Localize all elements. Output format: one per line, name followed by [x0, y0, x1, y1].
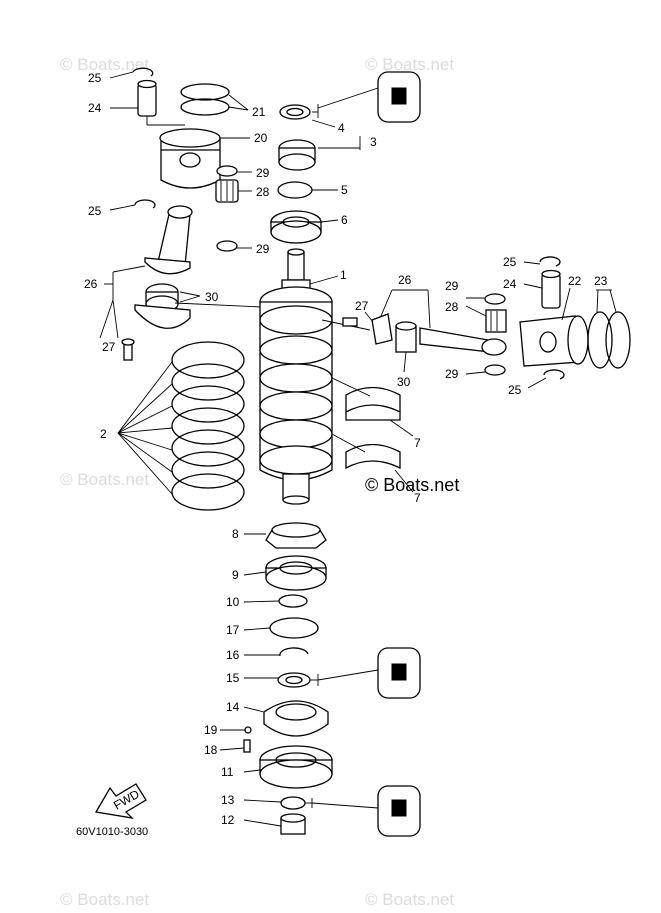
- label-24-b: 24: [503, 277, 517, 291]
- label-25-d: 25: [508, 383, 522, 397]
- label-29-a: 29: [256, 166, 270, 180]
- bolt-18: [243, 739, 251, 753]
- label-25-b: 25: [88, 204, 102, 218]
- washer-29-right-lower: [484, 364, 506, 376]
- washer-29-right-upper: [484, 293, 506, 305]
- o-ring-17: [269, 617, 319, 639]
- upper-seal-group: [270, 104, 322, 244]
- oil-seal-13: [280, 796, 306, 810]
- label-21: 21: [252, 105, 266, 119]
- washer-19: [244, 726, 252, 734]
- label-27-b: 27: [355, 299, 369, 313]
- label-29-d: 29: [445, 367, 459, 381]
- label-16: 16: [226, 648, 240, 662]
- piston-rings-2-stack: [171, 341, 245, 511]
- label-18: 18: [204, 743, 218, 757]
- connecting-rod-left: [157, 209, 191, 267]
- clip-25-top-right: [539, 256, 561, 267]
- label-4: 4: [338, 121, 345, 135]
- watermark-bottom-right: © Boats.net: [365, 890, 454, 909]
- watermark-mid-left: © Boats.net: [60, 470, 149, 489]
- label-20: 20: [254, 131, 268, 145]
- label-15: 15: [226, 671, 240, 685]
- ring-5: [277, 181, 313, 199]
- clip-25-top-left: [132, 67, 154, 77]
- grease-callout-bottom: [377, 785, 421, 837]
- label-14: 14: [226, 700, 240, 714]
- label-7-b: 7: [414, 491, 421, 505]
- label-8: 8: [232, 527, 239, 541]
- left-piston-group: [121, 67, 239, 361]
- connecting-rod-right: [419, 327, 491, 353]
- circlip-16: [279, 647, 309, 657]
- piston-ring-23b: [605, 311, 631, 369]
- bearing-7-lower: [345, 443, 401, 470]
- label-5: 5: [341, 183, 348, 197]
- crankshaft-1: [259, 248, 333, 505]
- clip-25-mid-left: [134, 199, 156, 209]
- label-25-c: 25: [503, 255, 517, 269]
- label-26-b: 26: [398, 273, 412, 287]
- snap-ring-10: [278, 594, 308, 608]
- seal-4-top: [279, 104, 311, 120]
- label-26-a: 26: [84, 277, 98, 291]
- washer-29-left-lower: [216, 240, 238, 252]
- label-28-b: 28: [445, 300, 459, 314]
- label-6: 6: [341, 213, 348, 227]
- label-17: 17: [226, 623, 240, 637]
- piston-ring-21a: [180, 83, 230, 101]
- label-30-b: 30: [397, 375, 411, 389]
- label-23: 23: [594, 274, 608, 288]
- bolt-27-right: [342, 317, 358, 327]
- grease-callout-top: [377, 71, 421, 123]
- label-9: 9: [232, 568, 239, 582]
- needle-bearing-28-right: [485, 309, 507, 333]
- watermark-center: © Boats.net: [365, 475, 459, 495]
- piston-pin-24-right: [541, 273, 561, 309]
- washer-29-left-upper: [216, 165, 238, 177]
- label-11: 11: [221, 765, 234, 779]
- oil-seal-15: [277, 672, 311, 688]
- label-13: 13: [221, 793, 235, 807]
- label-1: 1: [340, 268, 347, 282]
- label-30-a: 30: [205, 290, 219, 304]
- label-27-a: 27: [102, 340, 116, 354]
- diagram-code: 60V1010-3030: [76, 826, 148, 838]
- bearing-7-upper: [345, 386, 401, 421]
- watermark-top-left: © Boats.net: [60, 55, 149, 74]
- grease-callout-mid: [377, 647, 421, 699]
- bearing-housing-14: [263, 700, 329, 737]
- rod-cap-left: [134, 304, 191, 329]
- right-rod-group: [342, 256, 631, 380]
- rod-cap-right: [371, 313, 393, 345]
- clip-25-bottom-right: [543, 369, 565, 380]
- label-7-a: 7: [414, 436, 421, 450]
- label-19: 19: [204, 723, 218, 737]
- watermark-top-right: © Boats.net: [365, 55, 454, 74]
- label-29-c: 29: [445, 279, 459, 293]
- label-25-a: 25: [88, 71, 102, 85]
- label-28-a: 28: [256, 185, 270, 199]
- label-22: 22: [568, 274, 582, 288]
- label-24-a: 24: [88, 101, 102, 115]
- piston-ring-21b: [180, 98, 230, 116]
- watermark-bottom-left: © Boats.net: [60, 890, 149, 909]
- lower-stack-group: [243, 522, 333, 835]
- label-12: 12: [221, 813, 235, 827]
- label-2: 2: [100, 427, 107, 441]
- fwd-arrow-icon: FWD: [94, 783, 147, 819]
- label-3: 3: [370, 135, 377, 149]
- label-29-b: 29: [256, 242, 270, 256]
- label-10: 10: [226, 595, 240, 609]
- piston-ring-23a: [587, 311, 613, 369]
- piston-pin-24-left: [137, 83, 157, 117]
